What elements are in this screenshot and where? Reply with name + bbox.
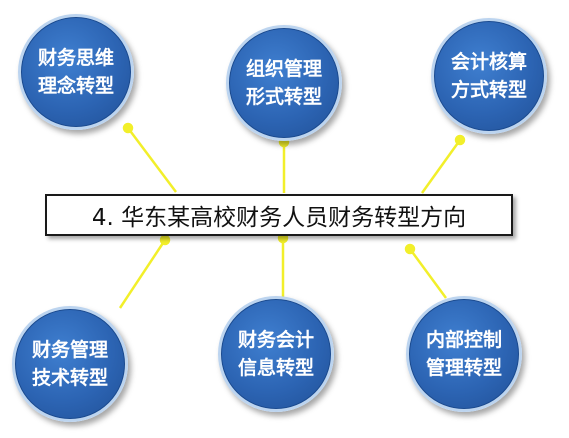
node-label-line2: 信息转型 [237, 357, 314, 379]
node-finance-mgmt-tech: 财务管理 技术转型 [12, 306, 128, 422]
node-label-line2: 方式转型 [450, 79, 527, 101]
center-title-box: 4. 华东某高校财务人员财务转型方向 [45, 194, 513, 236]
node-accounting: 会计核算 方式转型 [431, 18, 547, 134]
node-label-line1: 财务管理 [31, 339, 108, 361]
node-internal-control: 内部控制 管理转型 [406, 296, 522, 412]
connector-dot-internal-control [404, 243, 416, 255]
node-label-line1: 组织管理 [245, 58, 322, 80]
node-label-line2: 理念转型 [37, 75, 114, 97]
connector-accounting [420, 139, 462, 194]
node-finance-thinking: 财务思维 理念转型 [18, 14, 134, 130]
node-label-line1: 内部控制 [425, 329, 502, 351]
center-title: 4. 华东某高校财务人员财务转型方向 [91, 205, 467, 231]
node-label-line1: 财务会计 [237, 329, 314, 351]
node-label-line2: 技术转型 [31, 367, 108, 389]
connector-dot-accounting [454, 134, 466, 146]
connector-finance-thinking [127, 127, 177, 193]
connector-dot-finance-thinking [122, 122, 134, 134]
connector-internal-control [408, 248, 448, 299]
node-label-line2: 管理转型 [425, 357, 502, 379]
node-label-line2: 形式转型 [245, 86, 322, 108]
node-label-line1: 财务思维 [37, 47, 114, 69]
connector-finance-mgmt-tech [118, 239, 167, 309]
node-organization-mgmt: 组织管理 形式转型 [226, 25, 342, 141]
node-finance-info: 财务会计 信息转型 [218, 296, 334, 412]
connector-dot-finance-mgmt-tech [159, 234, 171, 246]
node-label-line1: 会计核算 [450, 51, 527, 73]
